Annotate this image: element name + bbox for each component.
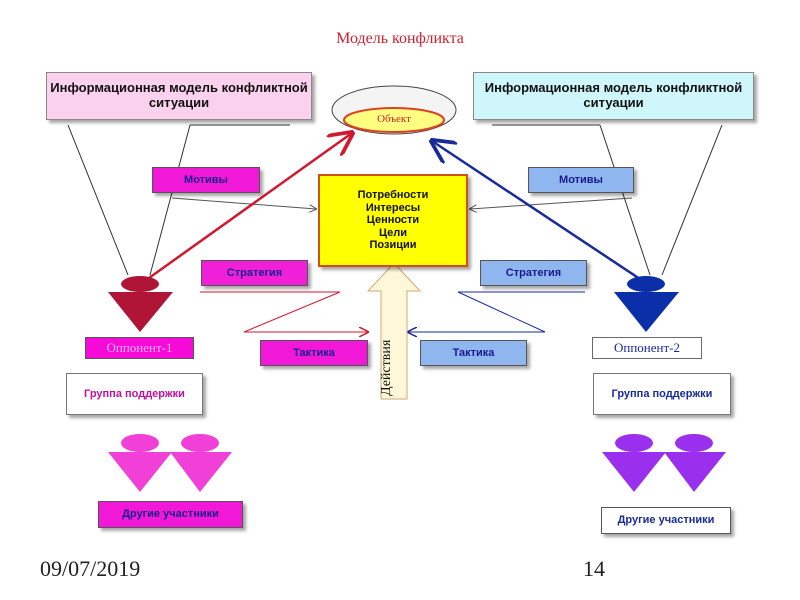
opponent-1-label: Оппонент-1: [85, 337, 194, 359]
tactics-right: Тактика: [420, 340, 527, 366]
left-member2-body: [170, 452, 232, 492]
other-participants-left: Другие участники: [98, 501, 243, 528]
motives-right-line: [470, 197, 633, 209]
needs-item: Потребности: [357, 188, 429, 201]
object-label: Объект: [377, 113, 411, 125]
right-member1-head: [615, 434, 653, 452]
opponent-2-label: Оппонент-2: [592, 337, 702, 359]
right-member2-body: [664, 452, 726, 492]
opponent2-head: [627, 276, 665, 292]
footer-date: 09/07/2019: [40, 556, 141, 581]
opponent2-body: [614, 292, 679, 332]
left-member2-head: [181, 434, 219, 452]
strategy-left: Стратегия: [201, 260, 308, 286]
info-right-line-a: [599, 124, 651, 276]
motives-right: Мотивы: [528, 167, 634, 193]
opponent1-to-object-arrow: [141, 133, 352, 285]
support-group-left: Группа поддержки: [66, 373, 203, 415]
actions-arrow: [366, 262, 422, 400]
goals-item: Цели: [378, 226, 408, 239]
info-model-left: Информационная модель конфликтной ситуац…: [46, 72, 312, 120]
positions-item: Позиции: [369, 239, 417, 252]
other-participants-right: Другие участники: [601, 507, 731, 534]
info-left-line-a: [67, 124, 129, 276]
needs-box: Потребности Интересы Ценности Цели Позиц…: [318, 174, 468, 267]
object-inner-oval: [343, 107, 445, 133]
values-item: Ценности: [366, 214, 420, 227]
motives-left-line: [171, 197, 316, 209]
right-member1-body: [602, 452, 666, 492]
opponent1-body: [108, 292, 173, 332]
zigzag-right: [408, 291, 585, 332]
tactics-left: Тактика: [260, 340, 368, 366]
support-group-right: Группа поддержки: [593, 373, 731, 415]
opponent2-to-object-arrow: [432, 141, 647, 285]
right-member2-head: [675, 434, 713, 452]
left-member1-head: [121, 434, 159, 452]
strategy-right: Стратегия: [480, 260, 587, 286]
opponent1-head: [121, 276, 159, 292]
info-left-line-b: [149, 124, 191, 276]
info-right-line-b: [661, 124, 723, 276]
zigzag-left: [200, 291, 368, 332]
diagram-title: Модель конфликта: [336, 30, 464, 47]
motives-left: Мотивы: [152, 167, 260, 193]
actions-label: Действия: [379, 339, 394, 396]
left-member1-body: [108, 452, 172, 492]
footer-page-number: 14: [583, 556, 605, 581]
interests-item: Интересы: [365, 201, 421, 214]
info-model-right: Информационная модель конфликтной ситуац…: [473, 72, 754, 120]
